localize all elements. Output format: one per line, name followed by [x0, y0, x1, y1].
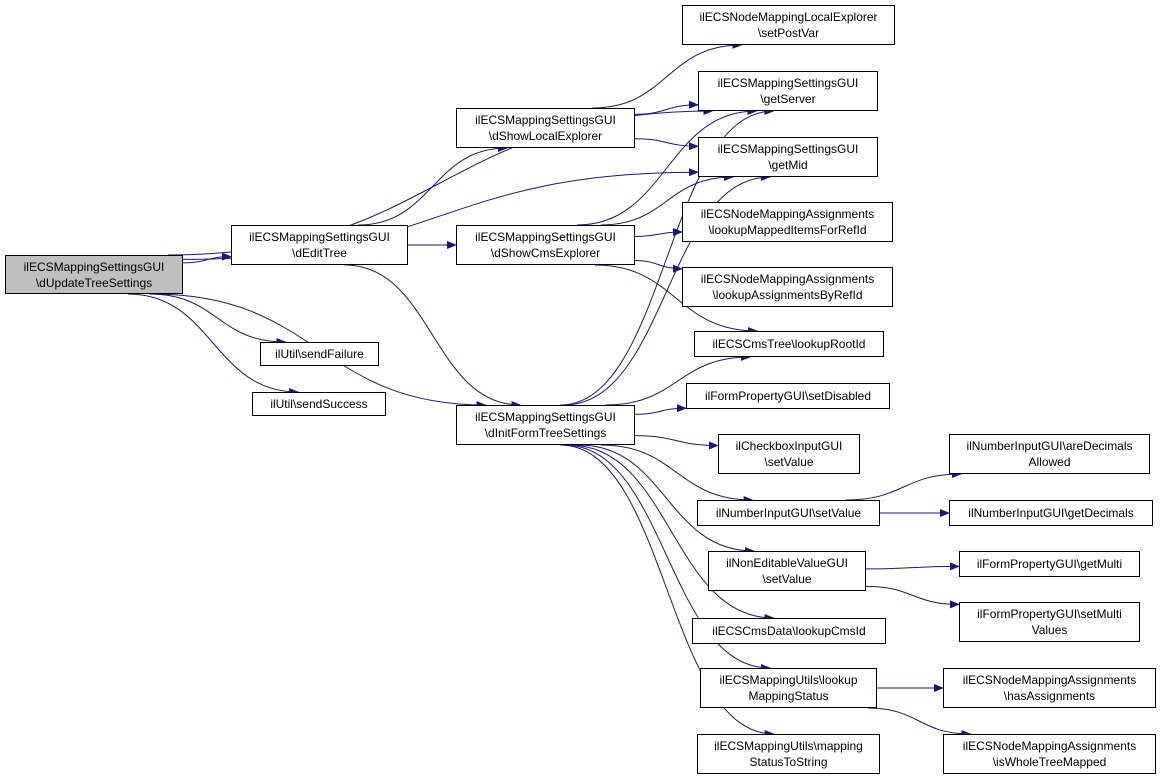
- edge-lookup_mapping_status-to-is_whole_tree_mapped: [867, 707, 972, 738]
- node-noneditable-setvalue[interactable]: ilNonEditableValueGUI \setValue: [708, 551, 866, 591]
- node-lookupmappingstatus[interactable]: ilECSMappingUtils\lookup MappingStatus: [700, 668, 877, 708]
- edge-noneditable_set_value-to-set_multi_values: [865, 585, 960, 609]
- edge-init_form_tree_settings-to-lookup_root_id: [605, 353, 751, 406]
- node-sendfailure[interactable]: ilUtil\sendFailure: [260, 342, 379, 366]
- node-label: ilNumberInputGUI\areDecimals Allowed: [966, 439, 1133, 469]
- edge-noneditable_set_value-to-get_multi: [865, 562, 960, 571]
- node-checkbox-setvalue[interactable]: ilCheckboxInputGUI \setValue: [718, 434, 860, 474]
- node-setpostvar[interactable]: ilECSNodeMappingLocalExplorer \setPostVa…: [682, 5, 895, 45]
- edge-show_cms_explorer-to-lookup_assignments_by_ref: [634, 260, 683, 273]
- edge-show_local_explorer-to-get_mid: [634, 138, 699, 151]
- edge-root-to-edit_tree: [182, 252, 232, 264]
- node-lookupmappeditemsforrefid[interactable]: ilECSNodeMappingAssignments \lookupMappe…: [682, 202, 893, 242]
- node-label: ilFormPropertyGUI\setDisabled: [704, 389, 872, 403]
- node-dinitformtreesettings[interactable]: ilECSMappingSettingsGUI \dInitFormTreeSe…: [456, 405, 635, 445]
- node-label: ilECSMappingSettingsGUI \dInitFormTreeSe…: [475, 410, 616, 440]
- node-setdisabled[interactable]: ilFormPropertyGUI\setDisabled: [686, 383, 890, 409]
- node-label: ilECSMappingSettingsGUI \dEditTree: [249, 230, 390, 260]
- node-label: ilECSMappingSettingsGUI \dUpdateTreeSett…: [23, 259, 165, 290]
- node-mappingstatustostring[interactable]: ilECSMappingUtils\mapping StatusToString: [697, 734, 880, 774]
- node-getdecimals[interactable]: ilNumberInputGUI\getDecimals: [949, 500, 1153, 526]
- edge-init_form_tree_settings-to-number_set_value: [600, 444, 754, 504]
- edge-show_local_explorer-to-get_server: [634, 100, 699, 115]
- node-label: ilECSMappingSettingsGUI \getServer: [717, 76, 859, 106]
- edge-init_form_tree_settings-to-get_mid: [563, 173, 771, 406]
- edge-init_form_tree_settings-to-lookup_cms_id: [569, 444, 775, 622]
- node-label: ilECSMappingUtils\lookup MappingStatus: [719, 673, 858, 703]
- node-label: ilECSNodeMappingAssignments \lookupAssig…: [700, 272, 875, 302]
- node-label: ilNumberInputGUI\setValue: [715, 506, 862, 520]
- node-lookupcmsid[interactable]: ilECSCmsData\lookupCmsId: [692, 618, 886, 644]
- node-label: ilECSCmsData\lookupCmsId: [712, 624, 866, 638]
- edge-init_form_tree_settings-to-mapping_status_to_string: [560, 444, 775, 738]
- edge-number_set_value-to-are_decimals_allowed: [846, 470, 963, 501]
- node-number-setvalue[interactable]: ilNumberInputGUI\setValue: [697, 500, 880, 526]
- node-aredecimalsallowed[interactable]: ilNumberInputGUI\areDecimals Allowed: [949, 434, 1150, 474]
- node-lookupassignmentsbyrefid[interactable]: ilECSNodeMappingAssignments \lookupAssig…: [682, 267, 893, 307]
- node-label: ilNumberInputGUI\getDecimals: [968, 506, 1134, 520]
- node-label: ilUtil\sendFailure: [275, 347, 364, 361]
- node-root-dupdatetreesettings: ilECSMappingSettingsGUI \dUpdateTreeSett…: [5, 255, 183, 294]
- edge-show_cms_explorer-to-get_server: [576, 107, 758, 226]
- node-setmultivalues[interactable]: ilFormPropertyGUI\setMulti Values: [959, 602, 1140, 642]
- edge-init_form_tree_settings-to-get_server: [560, 107, 775, 406]
- node-label: ilECSMappingSettingsGUI \dShowCmsExplore…: [475, 230, 616, 260]
- edge-init_form_tree_settings-to-lookup_mapping_status: [563, 444, 772, 672]
- node-label: ilECSCmsTree\lookupRootId: [712, 337, 866, 351]
- node-label: ilFormPropertyGUI\setMulti Values: [977, 607, 1122, 637]
- node-label: ilECSMappingSettingsGUI \dShowLocalExplo…: [475, 113, 616, 143]
- edge-edit_tree-to-show_local_explorer: [358, 144, 508, 226]
- edge-init_form_tree_settings-to-checkbox_set_value: [634, 435, 719, 450]
- node-iswholetreemapped[interactable]: ilECSNodeMappingAssignments \isWholeTree…: [943, 734, 1156, 774]
- node-label: ilECSNodeMappingAssignments \hasAssignme…: [962, 673, 1137, 703]
- edge-root-to-send_failure: [149, 293, 287, 346]
- node-lookuprootid[interactable]: ilECSCmsTree\lookupRootId: [694, 331, 884, 357]
- edge-init_form_tree_settings-to-noneditable_set_value: [578, 444, 755, 555]
- node-label: ilCheckboxInputGUI \setValue: [735, 439, 843, 469]
- edge-init_form_tree_settings-to-set_disabled: [634, 404, 687, 415]
- node-label: ilNonEditableValueGUI \setValue: [726, 556, 848, 586]
- edge-show_cms_explorer-to-get_mid: [600, 173, 734, 226]
- node-label: ilECSNodeMappingLocalExplorer \setPostVa…: [699, 10, 878, 40]
- node-label: ilECSNodeMappingAssignments \isWholeTree…: [962, 739, 1137, 769]
- node-getmulti[interactable]: ilFormPropertyGUI\getMulti: [959, 551, 1140, 577]
- node-dshowlocalexplorer[interactable]: ilECSMappingSettingsGUI \dShowLocalExplo…: [456, 108, 635, 148]
- edge-edit_tree-to-init_form_tree_settings: [344, 264, 522, 409]
- node-label: ilUtil\sendSuccess: [270, 397, 368, 411]
- node-label: ilECSNodeMappingAssignments \lookupMappe…: [700, 207, 875, 237]
- edge-show_local_explorer-to-set_post_var: [592, 41, 743, 109]
- node-getserver[interactable]: ilECSMappingSettingsGUI \getServer: [698, 71, 878, 111]
- node-label: ilECSMappingUtils\mapping StatusToString: [714, 739, 863, 769]
- node-dshowcmsexplorer[interactable]: ilECSMappingSettingsGUI \dShowCmsExplore…: [456, 225, 635, 265]
- node-hasassignments[interactable]: ilECSNodeMappingAssignments \hasAssignme…: [943, 668, 1156, 708]
- node-label: ilFormPropertyGUI\getMulti: [976, 557, 1123, 571]
- node-sendsuccess[interactable]: ilUtil\sendSuccess: [252, 392, 386, 416]
- node-getmid[interactable]: ilECSMappingSettingsGUI \getMid: [698, 137, 878, 177]
- node-dedittree[interactable]: ilECSMappingSettingsGUI \dEditTree: [231, 225, 408, 265]
- node-label: ilECSMappingSettingsGUI \getMid: [717, 142, 859, 172]
- edge-root-to-send_success: [127, 293, 300, 396]
- edge-show_cms_explorer-to-lookup_root_id: [594, 264, 759, 335]
